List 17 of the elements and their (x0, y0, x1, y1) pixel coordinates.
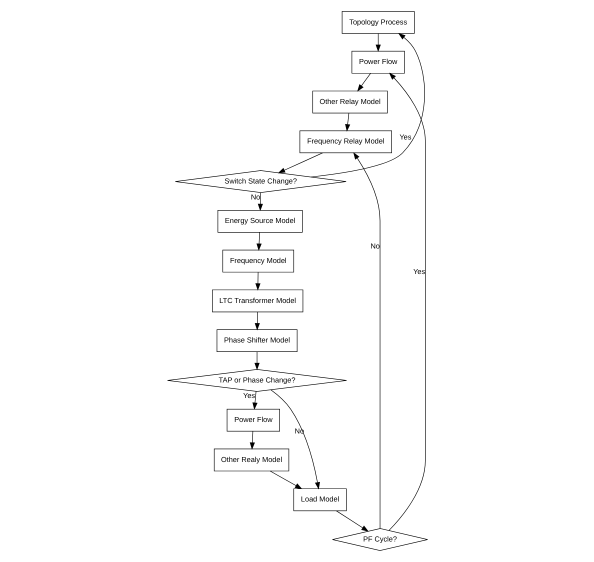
arrow (270, 389, 320, 490)
arrow (254, 352, 260, 370)
arrow (388, 72, 426, 531)
arrow (336, 510, 368, 532)
arrow (252, 391, 258, 410)
arrow (352, 152, 380, 529)
arrow (310, 33, 424, 178)
arrow (277, 152, 323, 174)
arrow (344, 112, 350, 132)
arrow (254, 312, 260, 330)
arrow (356, 73, 370, 92)
arrow (375, 33, 380, 52)
arrow (249, 431, 254, 450)
arrow (254, 272, 260, 291)
arrow (256, 232, 262, 251)
arrow (257, 192, 262, 212)
arrow (269, 470, 302, 490)
